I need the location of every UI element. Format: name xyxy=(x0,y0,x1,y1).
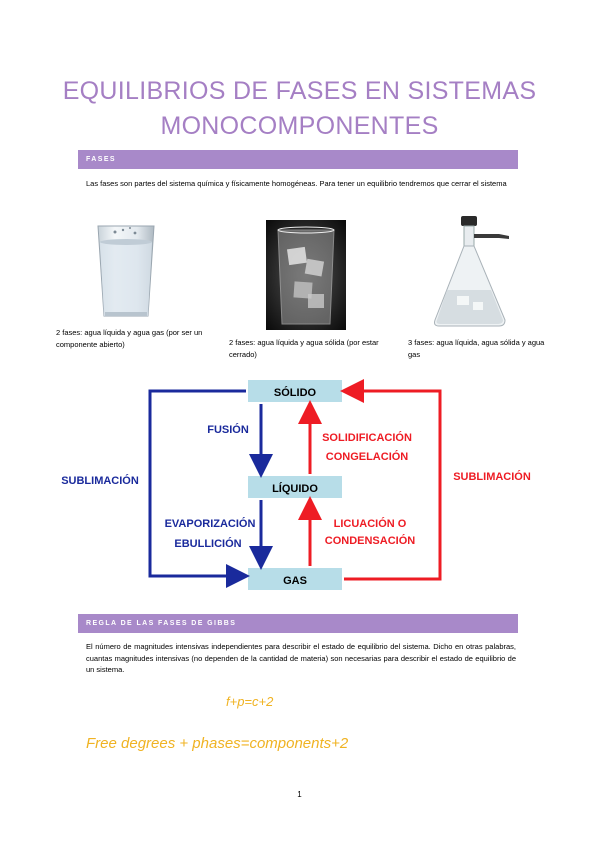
fases-description: Las fases son partes del sistema química… xyxy=(86,179,507,188)
label-evaporation-1: EVAPORIZACIÓN xyxy=(165,517,256,530)
caption-water-glass: 2 fases: agua líquida y agua gas (por se… xyxy=(56,328,203,349)
label-solidification-1: SOLIDIFICACIÓN xyxy=(322,431,412,444)
label-fusion: FUSIÓN xyxy=(207,423,249,436)
arrow-sublimation-right xyxy=(340,379,442,581)
label-sublimation-left: SUBLIMACIÓN xyxy=(61,474,139,487)
state-label-liquid: LÍQUIDO xyxy=(272,482,318,495)
state-label-solid: SÓLIDO xyxy=(274,386,317,399)
page-title: EQUILIBRIOS DE FASES EN SISTEMAS MONOCOM… xyxy=(0,74,599,144)
sealed-flask-photo xyxy=(427,212,519,332)
label-sublimation-right: SUBLIMACIÓN xyxy=(453,470,531,483)
gibbs-formula: f+p=c+2 xyxy=(226,694,274,709)
label-evaporation-2: EBULLICIÓN xyxy=(174,537,241,550)
state-box-gas xyxy=(248,568,342,590)
state-box-solid xyxy=(248,380,342,402)
page-number: 1 xyxy=(297,790,302,799)
state-label-gas: GAS xyxy=(283,575,307,587)
ice-water-glass-photo xyxy=(266,220,346,330)
section-heading-fases: FASES xyxy=(78,150,518,169)
label-solidification-2: CONGELACIÓN xyxy=(326,450,409,463)
caption-sealed-flask: 3 fases: agua líquida, agua sólida y agu… xyxy=(408,338,545,359)
caption-ice-glass: 2 fases: agua líquida y agua sólida (por… xyxy=(229,338,379,359)
title-line-1: EQUILIBRIOS DE FASES EN SISTEMAS xyxy=(62,77,537,105)
state-box-liquid xyxy=(248,476,342,498)
water-glass-photo xyxy=(97,225,155,317)
phase-diagram: SÓLIDO LÍQUIDO GAS FUSIÓN EVAPORIZACIÓN … xyxy=(61,379,531,590)
title-line-2: MONOCOMPONENTES xyxy=(160,112,439,140)
gibbs-formula-english: Free degrees + phases=components+2 xyxy=(86,735,349,752)
arrow-sublimation-left xyxy=(148,389,250,588)
label-condensation-2: CONDENSACIÓN xyxy=(325,534,416,547)
gibbs-description: El número de magnitudes intensivas indep… xyxy=(86,642,516,674)
section-heading-gibbs: REGLA DE LAS FASES DE GIBBS xyxy=(78,614,518,633)
label-condensation-1: LICUACIÓN O xyxy=(334,517,407,530)
